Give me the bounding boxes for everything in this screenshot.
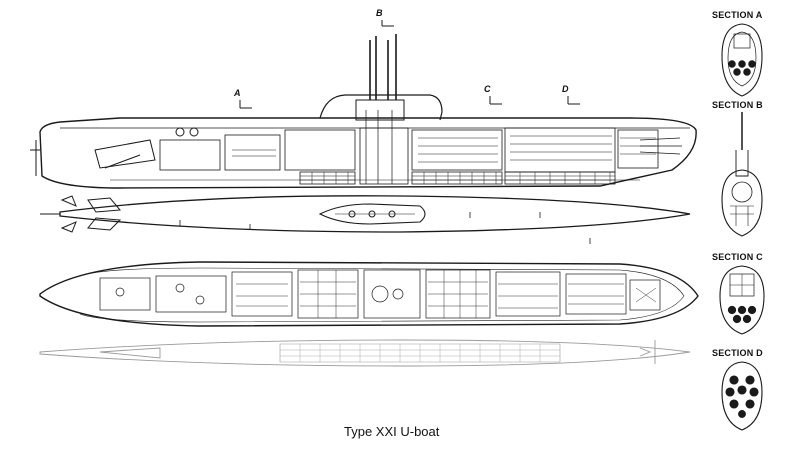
section-b-title: SECTION B: [712, 100, 763, 110]
section-d-title: SECTION D: [712, 348, 763, 358]
section-d-drawing: [721, 361, 763, 431]
top-deck-view: [40, 195, 691, 244]
section-b-drawing: [721, 112, 763, 237]
cut-marker-b: B: [376, 8, 383, 18]
cut-marker-c: C: [484, 84, 491, 94]
bottom-keel-view: [39, 339, 691, 367]
figure-caption: Type XXI U-boat: [344, 424, 440, 439]
section-cut-markers: [239, 20, 580, 109]
plan-cutaway-view: [39, 261, 699, 327]
side-profile-view: [30, 34, 697, 189]
section-c-title: SECTION C: [712, 252, 763, 262]
section-c-drawing: [719, 265, 765, 335]
section-a-title: SECTION A: [712, 10, 763, 20]
cut-marker-d: D: [562, 84, 569, 94]
section-a-drawing: [721, 23, 763, 97]
cut-marker-a: A: [234, 88, 241, 98]
